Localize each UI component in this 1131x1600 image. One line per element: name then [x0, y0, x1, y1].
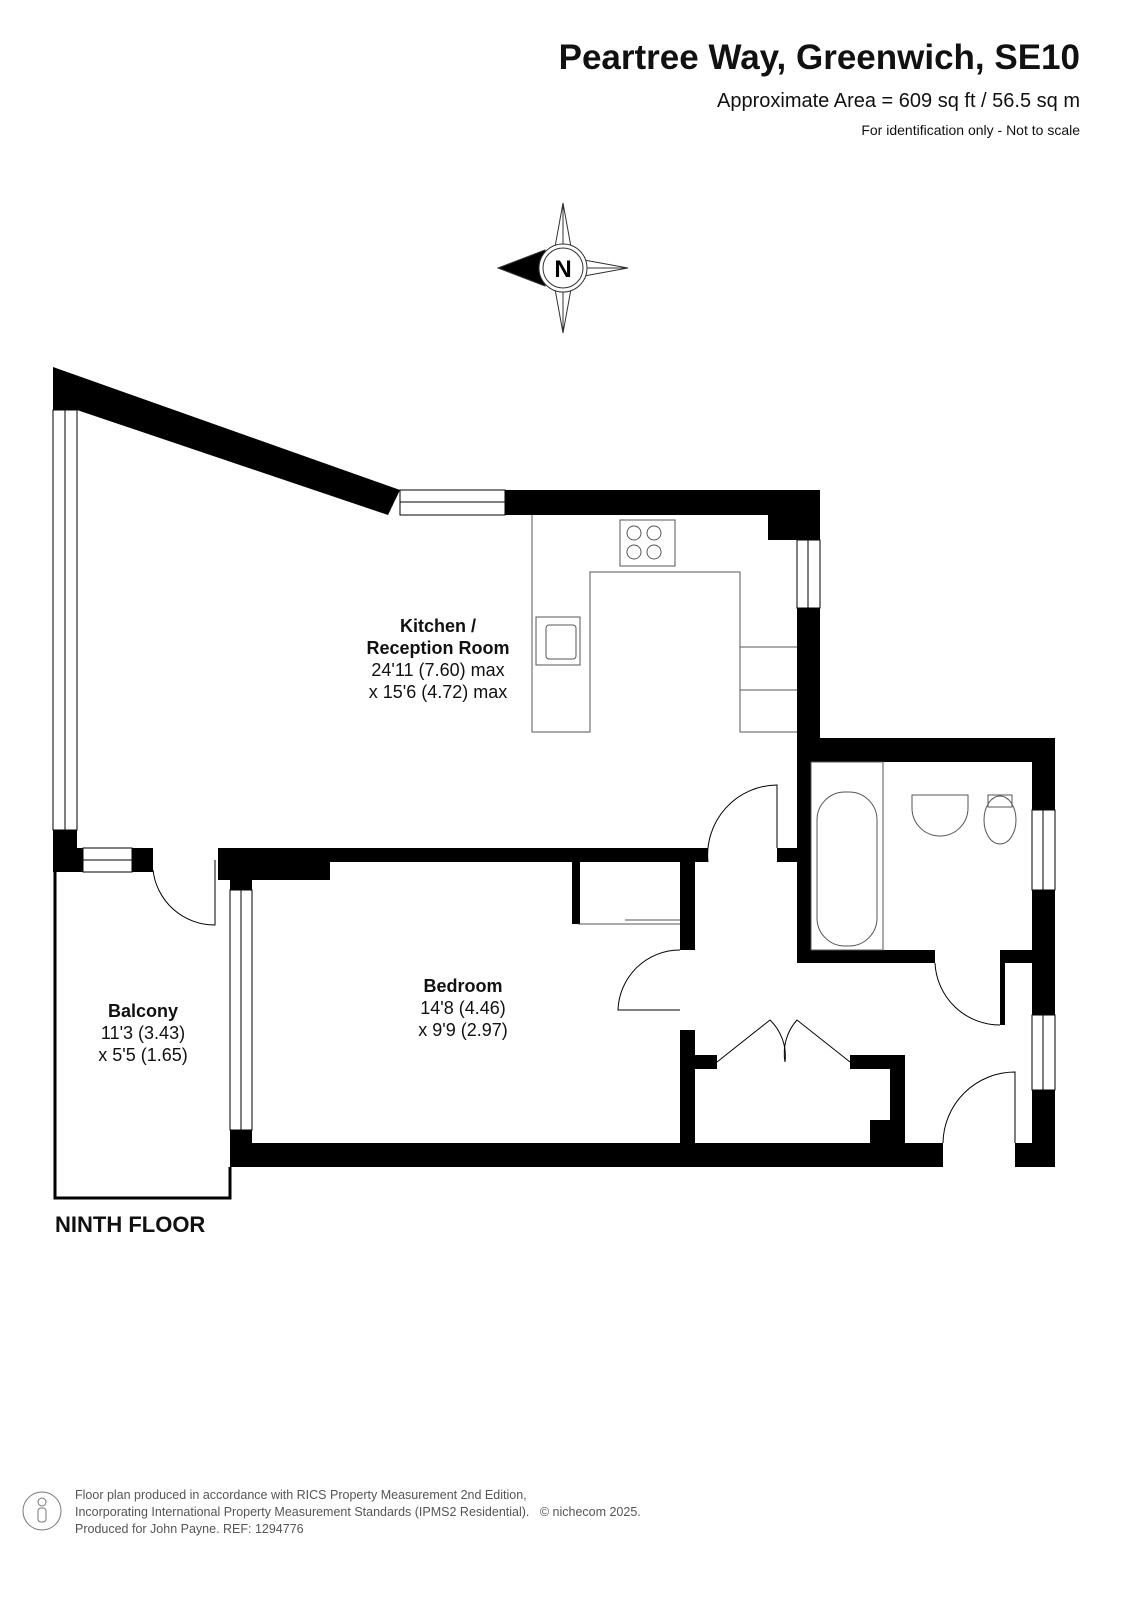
room-dimension: 14'8 (4.46) — [420, 998, 506, 1018]
person-icon — [22, 1491, 62, 1531]
balcony-outline — [53, 872, 232, 1200]
walls — [53, 367, 1055, 1167]
room-name: Balcony — [107, 1001, 179, 1021]
footer-text: Floor plan produced in accordance with R… — [75, 1487, 641, 1538]
room-name: Kitchen / — [399, 616, 477, 636]
kitchen-fittings — [531, 515, 797, 925]
footer-line: Incorporating International Property Mea… — [75, 1505, 530, 1519]
floor-label: NINTH FLOOR — [55, 1212, 206, 1237]
doors — [152, 784, 1016, 1144]
room-label-bedroom: Bedroom 14'8 (4.46) x 9'9 (2.97) — [418, 975, 507, 1041]
copyright: © nichecom 2025. — [539, 1505, 641, 1519]
room-dimension: x 5'5 (1.65) — [98, 1045, 188, 1065]
room-dimension: 24'11 (7.60) max — [371, 660, 505, 680]
room-label-kitchen: Kitchen / Reception Room 24'11 (7.60) ma… — [366, 615, 509, 703]
room-dimension: x 15'6 (4.72) max — [368, 682, 508, 702]
room-dimension: 11'3 (3.43) — [100, 1023, 186, 1043]
footer-line: Produced for John Payne. REF: 1294776 — [75, 1522, 304, 1536]
approximate-area: Approximate Area = 609 sq ft / 56.5 sq m — [717, 90, 1080, 112]
property-title: Peartree Way, Greenwich, SE10 — [558, 38, 1080, 77]
compass-icon: N — [496, 202, 629, 334]
room-name: Reception Room — [366, 638, 510, 658]
footer-line: Floor plan produced in accordance with R… — [75, 1488, 527, 1502]
room-dimension: x 9'9 (2.97) — [418, 1020, 508, 1040]
room-name: Bedroom — [423, 976, 503, 996]
svg-text:N: N — [554, 256, 571, 283]
hob-icon — [619, 519, 676, 567]
basin-icon — [911, 794, 969, 837]
bathroom-fittings — [810, 761, 1017, 951]
windows — [52, 409, 1056, 1131]
room-label-balcony: Balcony 11'3 (3.43) x 5'5 (1.65) — [98, 1000, 187, 1066]
toilet-icon — [983, 795, 1017, 845]
scale-note: For identification only - Not to scale — [861, 122, 1080, 138]
sink-icon — [535, 616, 581, 666]
